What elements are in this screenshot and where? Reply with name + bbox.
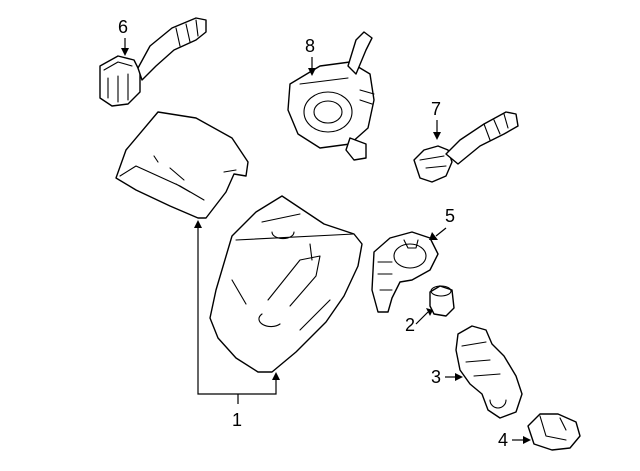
svg-text:7: 7	[431, 99, 441, 119]
callout-3: 3	[431, 367, 463, 387]
svg-text:4: 4	[498, 430, 508, 450]
part-3-ignition-switch[interactable]	[455, 325, 523, 419]
upper-column-shroud[interactable]	[115, 111, 249, 219]
part-1-column-cover[interactable]	[209, 195, 363, 373]
callout-8: 8	[305, 36, 316, 76]
part-6-multifunction-switch[interactable]	[99, 17, 207, 107]
part-8-clockspring[interactable]	[287, 31, 375, 161]
part-5-lock-housing[interactable]	[371, 231, 439, 313]
callout-7: 7	[431, 99, 441, 140]
svg-text:1: 1	[232, 410, 242, 430]
callout-5: 5	[429, 206, 455, 240]
svg-text:3: 3	[431, 367, 441, 387]
callout-4: 4	[498, 430, 531, 450]
part-7-wiper-switch[interactable]	[413, 111, 519, 183]
part-4-transceiver[interactable]	[527, 413, 581, 451]
callout-2: 2	[405, 308, 433, 335]
svg-text:8: 8	[305, 36, 315, 56]
callout-6: 6	[118, 17, 129, 56]
part-2-lock-cylinder[interactable]	[429, 285, 455, 317]
svg-text:5: 5	[445, 206, 455, 226]
svg-text:2: 2	[405, 315, 415, 335]
svg-text:6: 6	[118, 17, 128, 37]
callout-1-leaders: 1	[194, 220, 280, 430]
